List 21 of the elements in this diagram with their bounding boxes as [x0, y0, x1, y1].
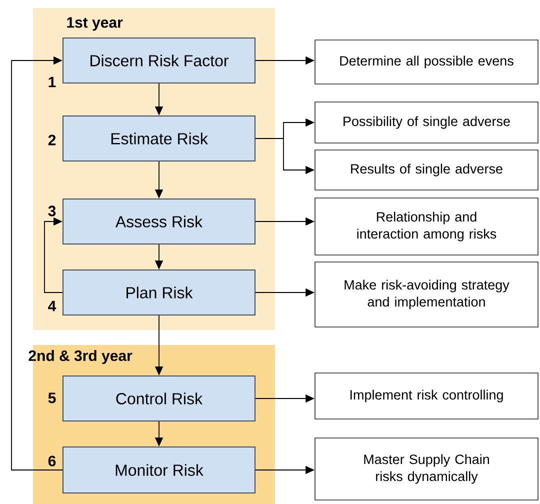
arrow	[11, 56, 63, 470]
step-number: 1	[48, 76, 56, 88]
process-box: Monitor Risk	[62, 446, 256, 494]
process-box: Control Risk	[62, 376, 256, 422]
process-box: Plan Risk	[62, 270, 256, 316]
result-box: Results of single adverse	[314, 150, 538, 190]
step-number: 4	[48, 300, 56, 312]
result-box: Master Supply Chain risks dynamically	[314, 438, 538, 500]
result-box: Make risk-avoiding strategy and implementation	[314, 262, 538, 328]
arrow	[44, 217, 63, 293]
process-box: Estimate Risk	[62, 116, 256, 162]
result-box: Implement risk controlling	[314, 372, 538, 420]
result-box: Relationship and interaction among risks	[314, 198, 538, 256]
step-number: 2	[48, 134, 56, 146]
step-number: 3	[48, 206, 56, 216]
result-box: Possibility of single adverse	[314, 102, 538, 144]
step-number: 6	[48, 456, 56, 466]
result-box: Determine all possible evens	[314, 40, 538, 84]
process-box: Discern Risk Factor	[62, 38, 256, 84]
step-number: 5	[48, 392, 56, 404]
process-box: Assess Risk	[62, 198, 256, 244]
